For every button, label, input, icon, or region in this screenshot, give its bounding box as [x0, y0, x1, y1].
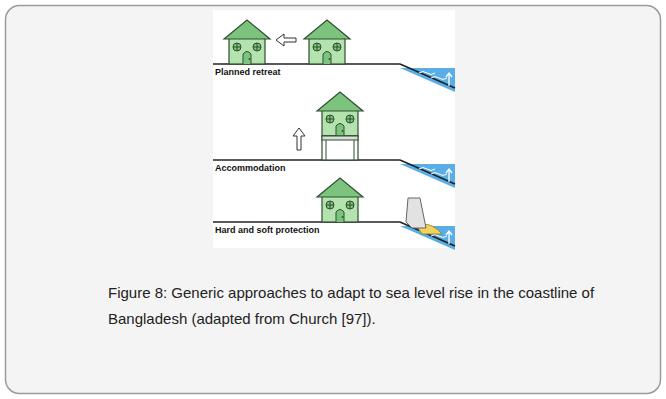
figure-caption: Figure 8: Generic approaches to adapt to…	[108, 280, 608, 332]
accommodation-panel	[213, 92, 455, 188]
figure-panel	[6, 6, 661, 394]
planned-retreat-panel	[213, 20, 455, 92]
panel-label: Planned retreat	[215, 67, 281, 78]
panel-label: Accommodation	[215, 163, 286, 174]
image-area	[213, 10, 455, 248]
protection-panel	[213, 178, 455, 250]
panel-label: Hard and soft protection	[215, 225, 320, 236]
